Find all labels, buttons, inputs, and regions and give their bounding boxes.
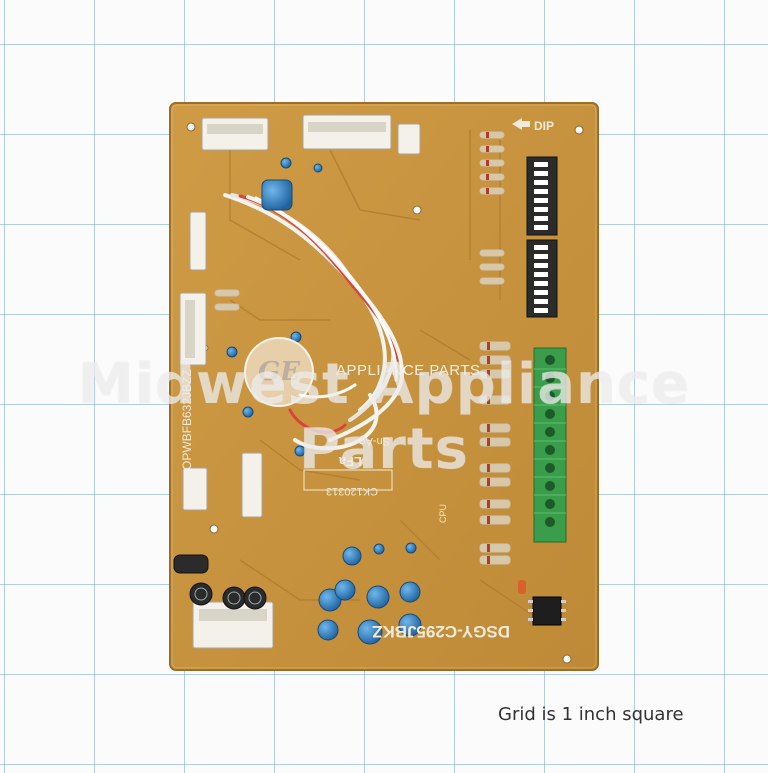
- capacitors: [173, 157, 422, 645]
- green-terminal-block: [533, 347, 567, 543]
- ge-logo-text: GE: [257, 357, 301, 387]
- cpu-label: CPU: [438, 504, 448, 523]
- sn-label: Sn-Ag: [359, 435, 390, 447]
- appliance-parts-label: APPLIANCE PARTS: [336, 362, 481, 379]
- ic-chip: [518, 580, 566, 626]
- dip-switch-banks: [526, 156, 558, 318]
- lot-label: CK120313: [326, 485, 378, 497]
- dip-label: DIP: [534, 119, 554, 133]
- pcb-traces: [229, 130, 541, 621]
- ge-logo: GE: [244, 337, 314, 407]
- lf-mark: LFa: [338, 454, 362, 469]
- board-part-number-side: OPWBFB632JBZZ: [180, 369, 194, 470]
- resistors: [214, 131, 511, 565]
- silkscreen: OPWBFB632JBZZ DSGY-C295JBKZ CK120313 DIP…: [180, 119, 554, 641]
- board-part-number-bottom: DSGY-C295JBKZ: [372, 622, 510, 641]
- wire-harness: [223, 193, 405, 451]
- grid-caption: Grid is 1 inch square: [498, 704, 684, 725]
